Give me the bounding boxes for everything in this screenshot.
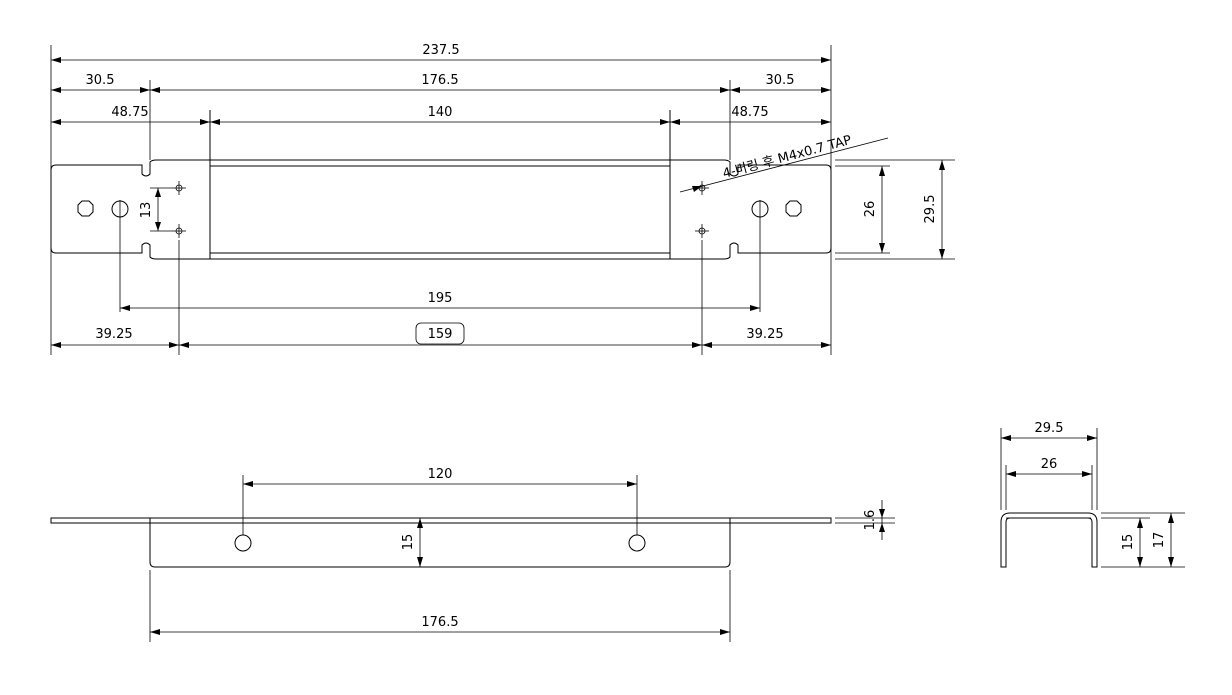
front-hole-right [628,534,646,552]
dim-right-hole-offset: 39.25 [746,327,783,342]
tap-note: 4-버링 후 M4x0.7 TAP [721,133,853,182]
dim-hole-pitch: 120 [428,467,453,482]
dim-right-inner: 48.75 [731,105,768,120]
top-view-outline [50,159,832,260]
tap-mark-left-top [172,181,186,195]
tap-note-leader [679,137,889,193]
dim-side-outer: 29.5 [1035,421,1064,436]
dim-middle-length: 176.5 [421,73,458,88]
dim-inner-width: 26 [863,201,878,218]
dim-overall-length: 237.5 [422,43,459,58]
dim-side-inner: 26 [1041,457,1058,472]
dim-hole-span: 195 [428,291,453,306]
right-octagon-hole [785,200,802,217]
front-view: 120 15 1.6 176.5 [50,467,895,642]
tap-mark-left-bottom [172,224,186,238]
tap-mark-right-bottom [695,224,709,238]
front-hole-left [234,534,252,552]
dim-outer-width: 29.5 [923,195,938,224]
reference-dim-box [415,322,465,345]
front-top-plate [50,517,832,524]
dim-side-height-inner: 15 [1121,534,1136,551]
dim-inner-length: 140 [428,105,453,120]
front-flange [149,518,731,568]
dim-thickness: 1.6 [863,510,878,531]
dim-hole-vertical: 13 [139,202,154,219]
top-view: 237.5 30.5 176.5 30.5 48.75 140 48.75 4-… [50,43,955,355]
side-profile [1000,512,1098,568]
dim-left-hole-offset: 39.25 [95,327,132,342]
left-octagon-hole [77,200,94,217]
dim-left-end: 30.5 [86,73,115,88]
dim-flange-height: 15 [401,534,416,551]
side-view: 29.5 26 15 17 [1000,421,1185,568]
dim-right-end: 30.5 [766,73,795,88]
dim-side-height-outer: 17 [1152,532,1167,549]
dim-tap-span: 159 [428,327,453,342]
dim-flange-length: 176.5 [421,615,458,630]
dim-left-inner: 48.75 [111,105,148,120]
